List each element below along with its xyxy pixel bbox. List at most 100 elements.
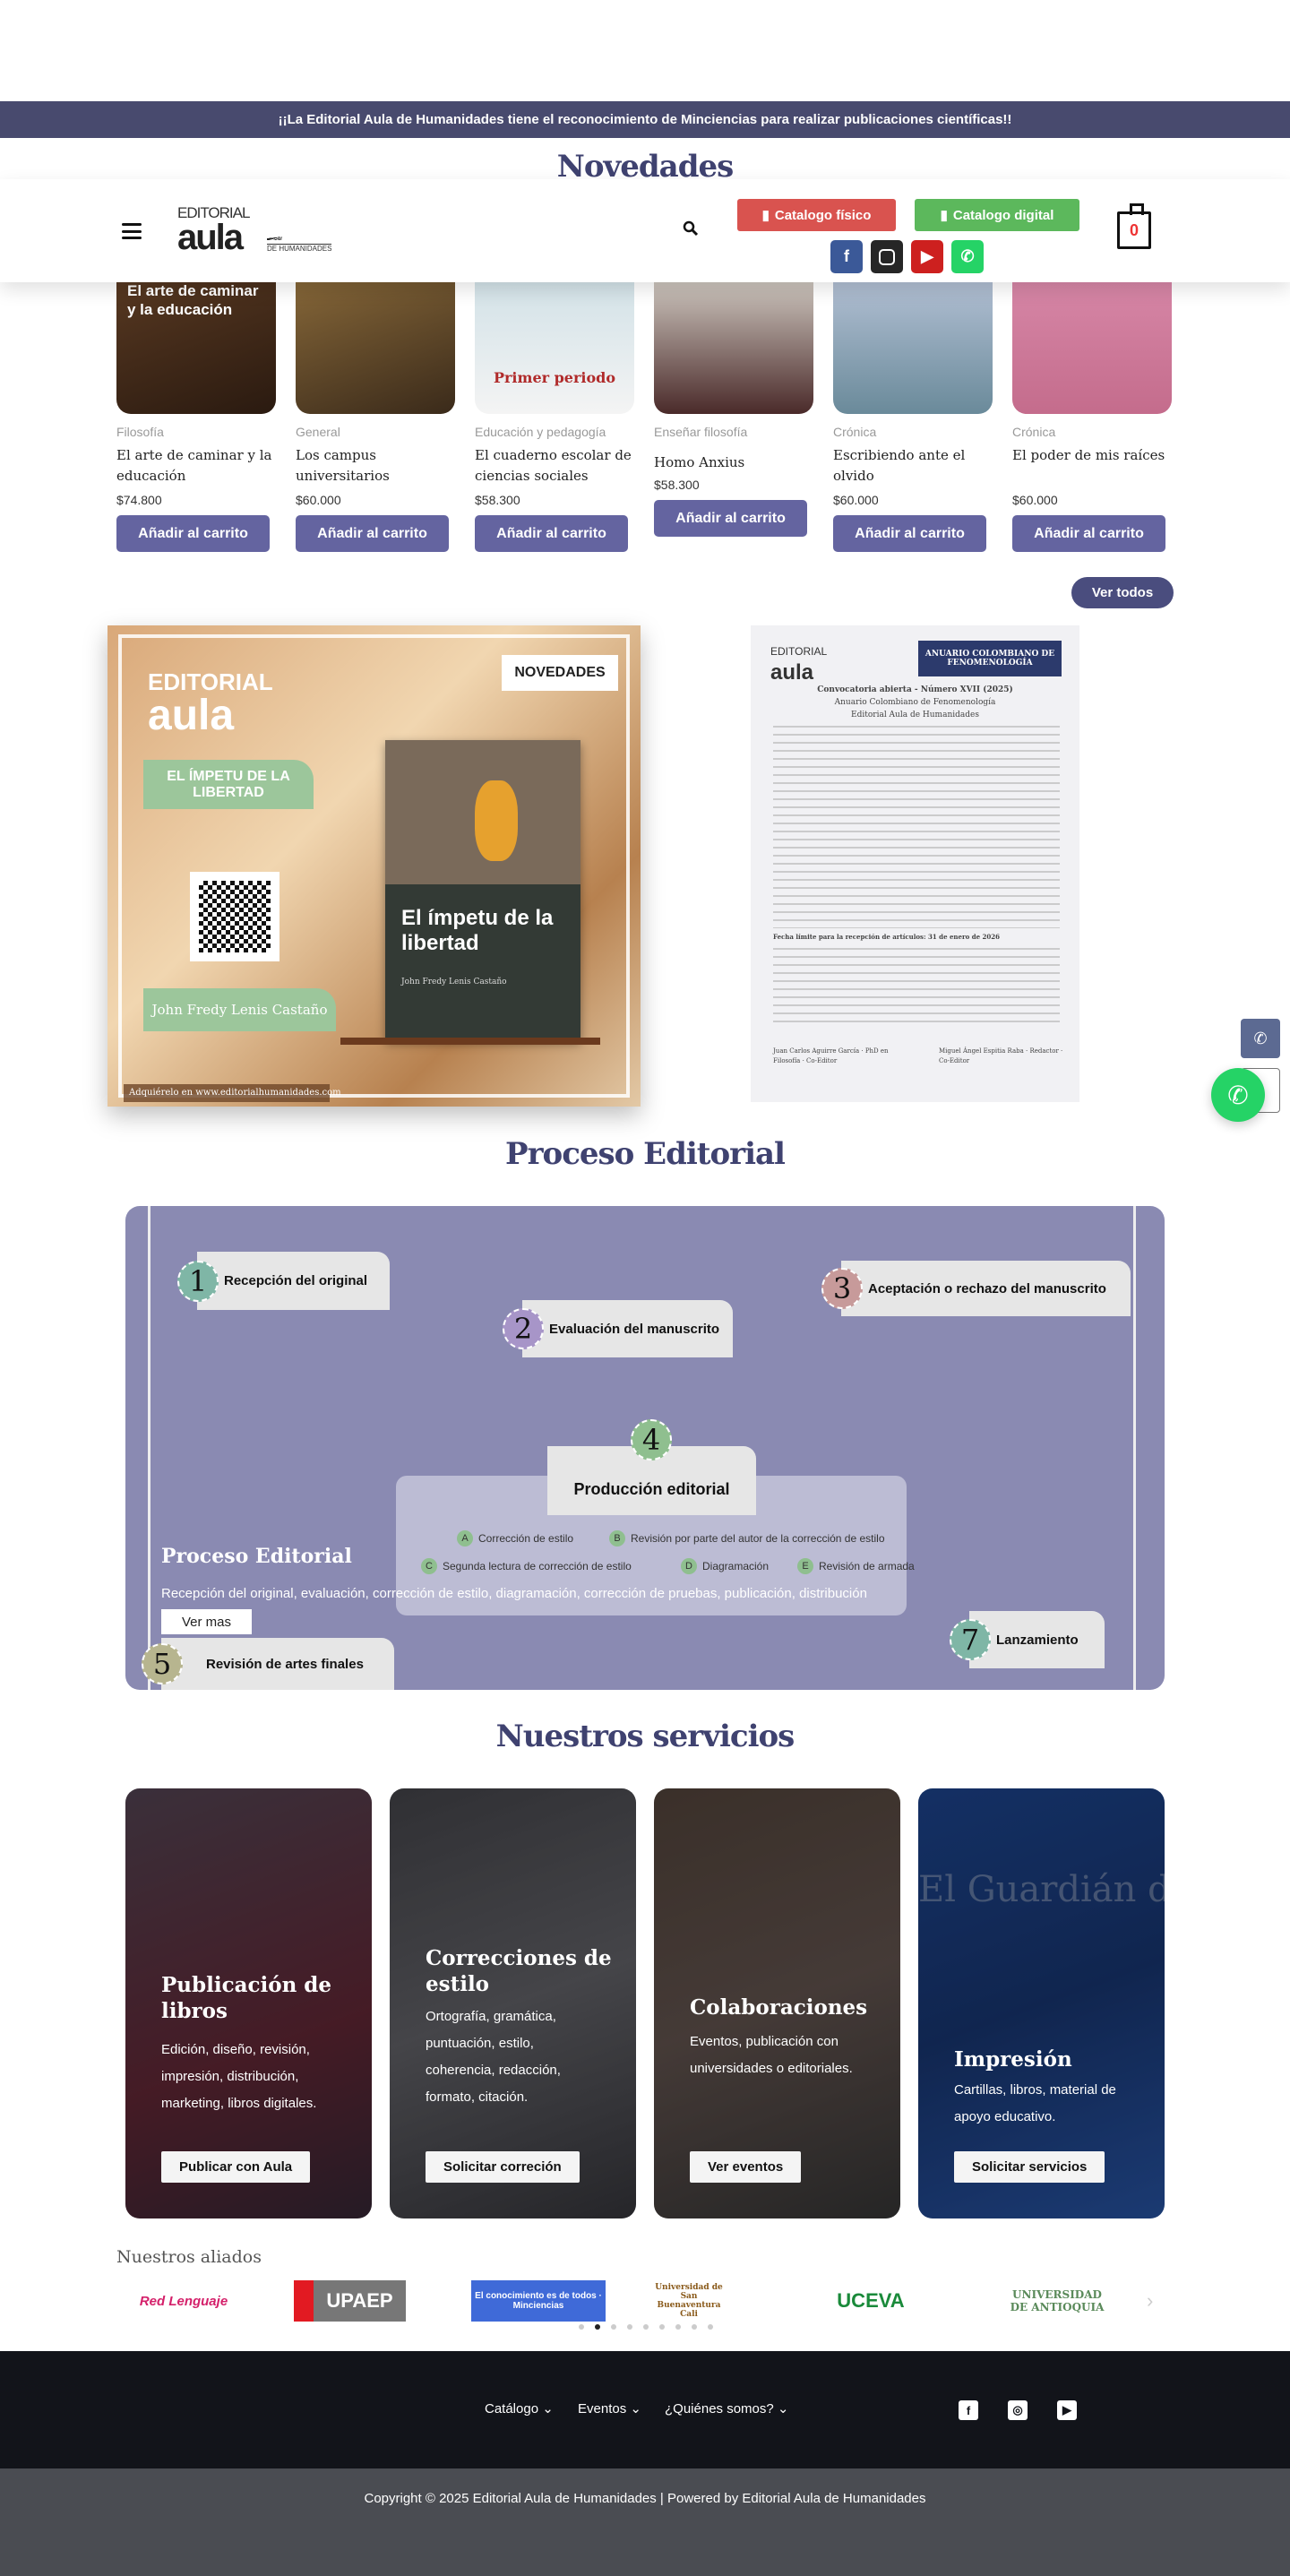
- card-bg-text: El Guardián del: [918, 1869, 1165, 1910]
- product-category[interactable]: Crónica: [833, 425, 877, 439]
- facebook-icon[interactable]: f: [830, 240, 863, 273]
- qr-code: [190, 872, 280, 961]
- copyright-bar: Copyright © 2025 Editorial Aula de Human…: [0, 2468, 1290, 2576]
- book-icon: ▮: [940, 208, 948, 223]
- carousel-dot[interactable]: [611, 2324, 616, 2330]
- footer-nav-catalogo[interactable]: Catálogo ⌄: [485, 2401, 554, 2417]
- journal-badge: ANUARIO COLOMBIANO DE FENOMENOLOGÍA: [918, 641, 1062, 676]
- product-category[interactable]: Enseñar filosofía: [654, 425, 748, 439]
- product-category[interactable]: General: [296, 425, 340, 439]
- service-button[interactable]: Solicitar servicios: [954, 2151, 1105, 2183]
- carousel-dot[interactable]: [659, 2324, 665, 2330]
- product-cover[interactable]: [1012, 269, 1172, 414]
- product-title[interactable]: Escribiendo ante el olvido: [833, 447, 966, 484]
- product-price: $58.300: [654, 478, 700, 492]
- service-button[interactable]: Ver eventos: [690, 2151, 802, 2183]
- ver-todos-button[interactable]: Ver todos: [1071, 577, 1174, 608]
- product-title[interactable]: Homo Anxius: [654, 454, 745, 470]
- cart-icon[interactable]: 0: [1117, 203, 1151, 249]
- service-button[interactable]: Solicitar correción: [426, 2151, 580, 2183]
- product-cover[interactable]: [654, 269, 813, 414]
- catalogo-fisico-button[interactable]: ▮Catalogo físico: [737, 199, 896, 231]
- add-to-cart-button[interactable]: Añadir al carrito: [1012, 515, 1165, 552]
- carousel-dot[interactable]: [579, 2324, 584, 2330]
- service-button[interactable]: Publicar con Aula: [161, 2151, 311, 2183]
- book-cover: El ímpetu de la libertad John Fredy Leni…: [385, 740, 580, 1040]
- process-step: Revisión de artes finales: [161, 1638, 394, 1690]
- process-step: Lanzamiento: [969, 1611, 1105, 1668]
- card-overlay: [125, 1788, 372, 2218]
- add-to-cart-button[interactable]: Añadir al carrito: [116, 515, 270, 552]
- add-to-cart-button[interactable]: Añadir al carrito: [833, 515, 986, 552]
- carousel-dot[interactable]: [675, 2324, 681, 2330]
- product-title[interactable]: Los campus universitarios: [296, 447, 390, 484]
- ally-logo[interactable]: UNIVERSIDAD DE ANTIOQUIA: [1010, 2288, 1105, 2313]
- carousel-dot[interactable]: [643, 2324, 649, 2330]
- service-description: Cartillas, libros, material de apoyo edu…: [954, 2082, 1116, 2124]
- search-icon[interactable]: [683, 220, 699, 237]
- phone-icon[interactable]: ✆: [1241, 1019, 1280, 1058]
- carousel-dot[interactable]: [692, 2324, 697, 2330]
- service-card: El Guardián delImpresiónCartillas, libro…: [918, 1788, 1165, 2218]
- product-title[interactable]: El cuaderno escolar de ciencias sociales: [475, 447, 632, 484]
- convocatoria-heading: Convocatoria abierta - Número XVII (2025…: [817, 685, 1013, 694]
- facebook-icon[interactable]: f: [959, 2400, 978, 2420]
- product-category[interactable]: Educación y pedagogía: [475, 425, 606, 439]
- product-category[interactable]: Crónica: [1012, 425, 1056, 439]
- product-cover[interactable]: El arte de caminar y la educación: [116, 269, 276, 414]
- menu-icon[interactable]: [122, 223, 142, 239]
- carousel-dot[interactable]: [595, 2324, 600, 2330]
- section-title-proceso: Proceso Editorial: [505, 1136, 786, 1172]
- cart-count: 0: [1129, 220, 1139, 239]
- product-category[interactable]: Filosofía: [116, 425, 164, 439]
- whatsapp-float-icon[interactable]: ✆: [1211, 1068, 1265, 1122]
- carousel-dot[interactable]: [708, 2324, 713, 2330]
- instagram-icon[interactable]: [871, 240, 903, 273]
- easel: [340, 1038, 600, 1045]
- product-cover[interactable]: [833, 269, 993, 414]
- product-cover[interactable]: Primer periodo: [475, 269, 634, 414]
- announcement-bar: ¡¡La Editorial Aula de Humanidades tiene…: [0, 101, 1290, 138]
- product-title[interactable]: El poder de mis raíces: [1012, 447, 1165, 463]
- card-overlay: [390, 1788, 636, 2218]
- ally-logo[interactable]: UPAEP: [294, 2280, 406, 2322]
- convocatoria-body-text-2: [773, 948, 1060, 1027]
- footer-nav-eventos[interactable]: Eventos ⌄: [578, 2401, 641, 2417]
- youtube-icon[interactable]: ▶: [911, 240, 943, 273]
- footer: Catálogo ⌄ Eventos ⌄ ¿Quiénes somos? ⌄ f…: [0, 2351, 1290, 2468]
- product-cover[interactable]: [296, 269, 455, 414]
- whatsapp-icon[interactable]: ✆: [951, 240, 984, 273]
- ally-logo[interactable]: El conocimiento es de todos · Minciencia…: [471, 2280, 606, 2322]
- logo[interactable]: EDITORIAL aula DE HUMANIDADES: [177, 204, 334, 260]
- proceso-overlay-title: Proceso Editorial: [161, 1545, 352, 1568]
- add-to-cart-button[interactable]: Añadir al carrito: [654, 500, 807, 537]
- ver-mas-button[interactable]: Ver mas: [161, 1609, 252, 1634]
- corn-illustration: [475, 780, 518, 861]
- step-number: 7: [950, 1619, 991, 1660]
- add-to-cart-button[interactable]: Añadir al carrito: [475, 515, 628, 552]
- carousel-dot[interactable]: [627, 2324, 632, 2330]
- banner-footer: Adquiérelo en www.editorialhumanidades.c…: [124, 1084, 341, 1102]
- youtube-icon[interactable]: ▶: [1057, 2400, 1077, 2420]
- carousel-next-icon[interactable]: ›: [1147, 2289, 1154, 2312]
- banner-frame: [118, 634, 630, 1098]
- catalogo-digital-label: Catalogo digital: [952, 207, 1054, 223]
- catalogo-digital-button[interactable]: ▮ Catalogo digital: [915, 199, 1079, 231]
- footer-nav-quienes[interactable]: ¿Quiénes somos? ⌄: [665, 2401, 789, 2417]
- instagram-icon[interactable]: ◎: [1008, 2400, 1028, 2420]
- service-title: Colaboraciones: [690, 1995, 868, 2020]
- convocatoria-sub1: Anuario Colombiano de Fenomenología: [834, 698, 996, 707]
- ally-logo[interactable]: Universidad de San Buenaventura Cali: [655, 2283, 723, 2319]
- book-cover-title: El ímpetu de la libertad: [401, 906, 554, 955]
- ally-logo[interactable]: UCEVA: [837, 2289, 905, 2312]
- product-cover-text: Primer periodo: [493, 369, 616, 386]
- product-title[interactable]: El arte de caminar y la educación: [116, 447, 272, 484]
- step-number: 1: [177, 1260, 219, 1302]
- card-overlay: [918, 1788, 1165, 2218]
- add-to-cart-button[interactable]: Añadir al carrito: [296, 515, 449, 552]
- ally-logo[interactable]: Red Lenguaje: [139, 2293, 228, 2309]
